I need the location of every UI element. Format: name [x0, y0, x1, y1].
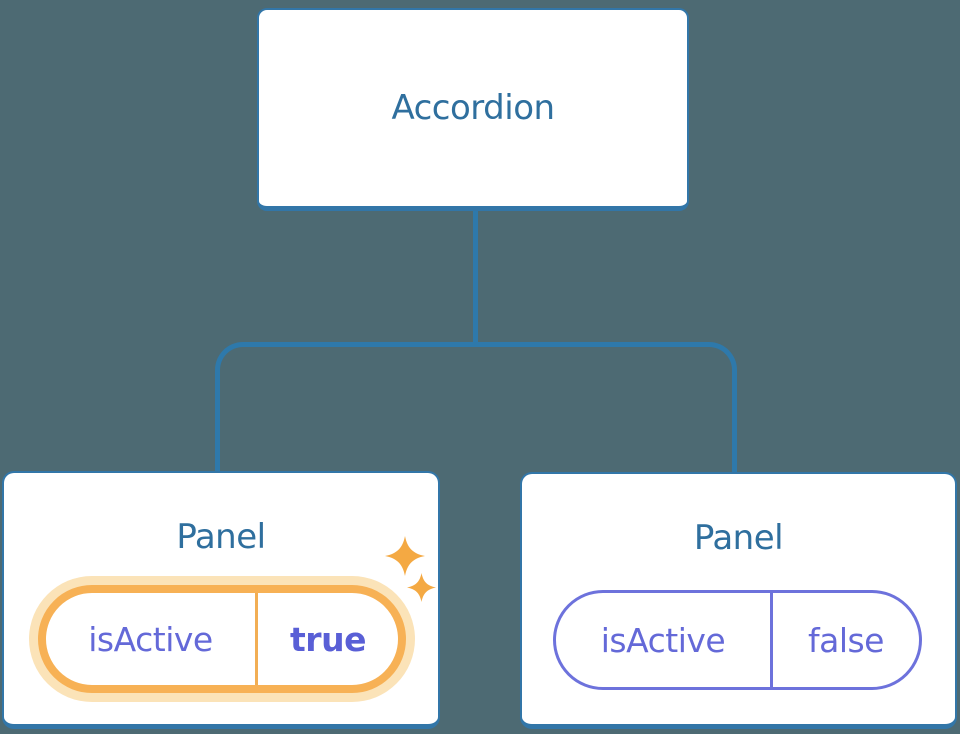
- connector-bracket: [215, 342, 737, 472]
- connector-stem: [473, 210, 478, 345]
- accordion-node: Accordion: [257, 8, 689, 211]
- prop-pill-divider: [770, 593, 773, 687]
- prop-pill-active: isActive true: [38, 585, 406, 693]
- prop-name-inactive: isActive: [600, 620, 726, 660]
- accordion-node-label: Accordion: [391, 88, 555, 128]
- prop-value-inactive: false: [807, 620, 885, 660]
- prop-pill-divider: [255, 593, 258, 685]
- sparkle-large-icon: [385, 536, 425, 576]
- prop-value-active: true: [290, 619, 366, 659]
- panel-node-inactive-label: Panel: [693, 518, 784, 558]
- prop-pill-inactive: isActive false: [553, 590, 922, 690]
- prop-name-active: isActive: [88, 619, 213, 659]
- panel-node-active-label: Panel: [176, 517, 266, 557]
- sparkle-small-icon: [407, 573, 436, 602]
